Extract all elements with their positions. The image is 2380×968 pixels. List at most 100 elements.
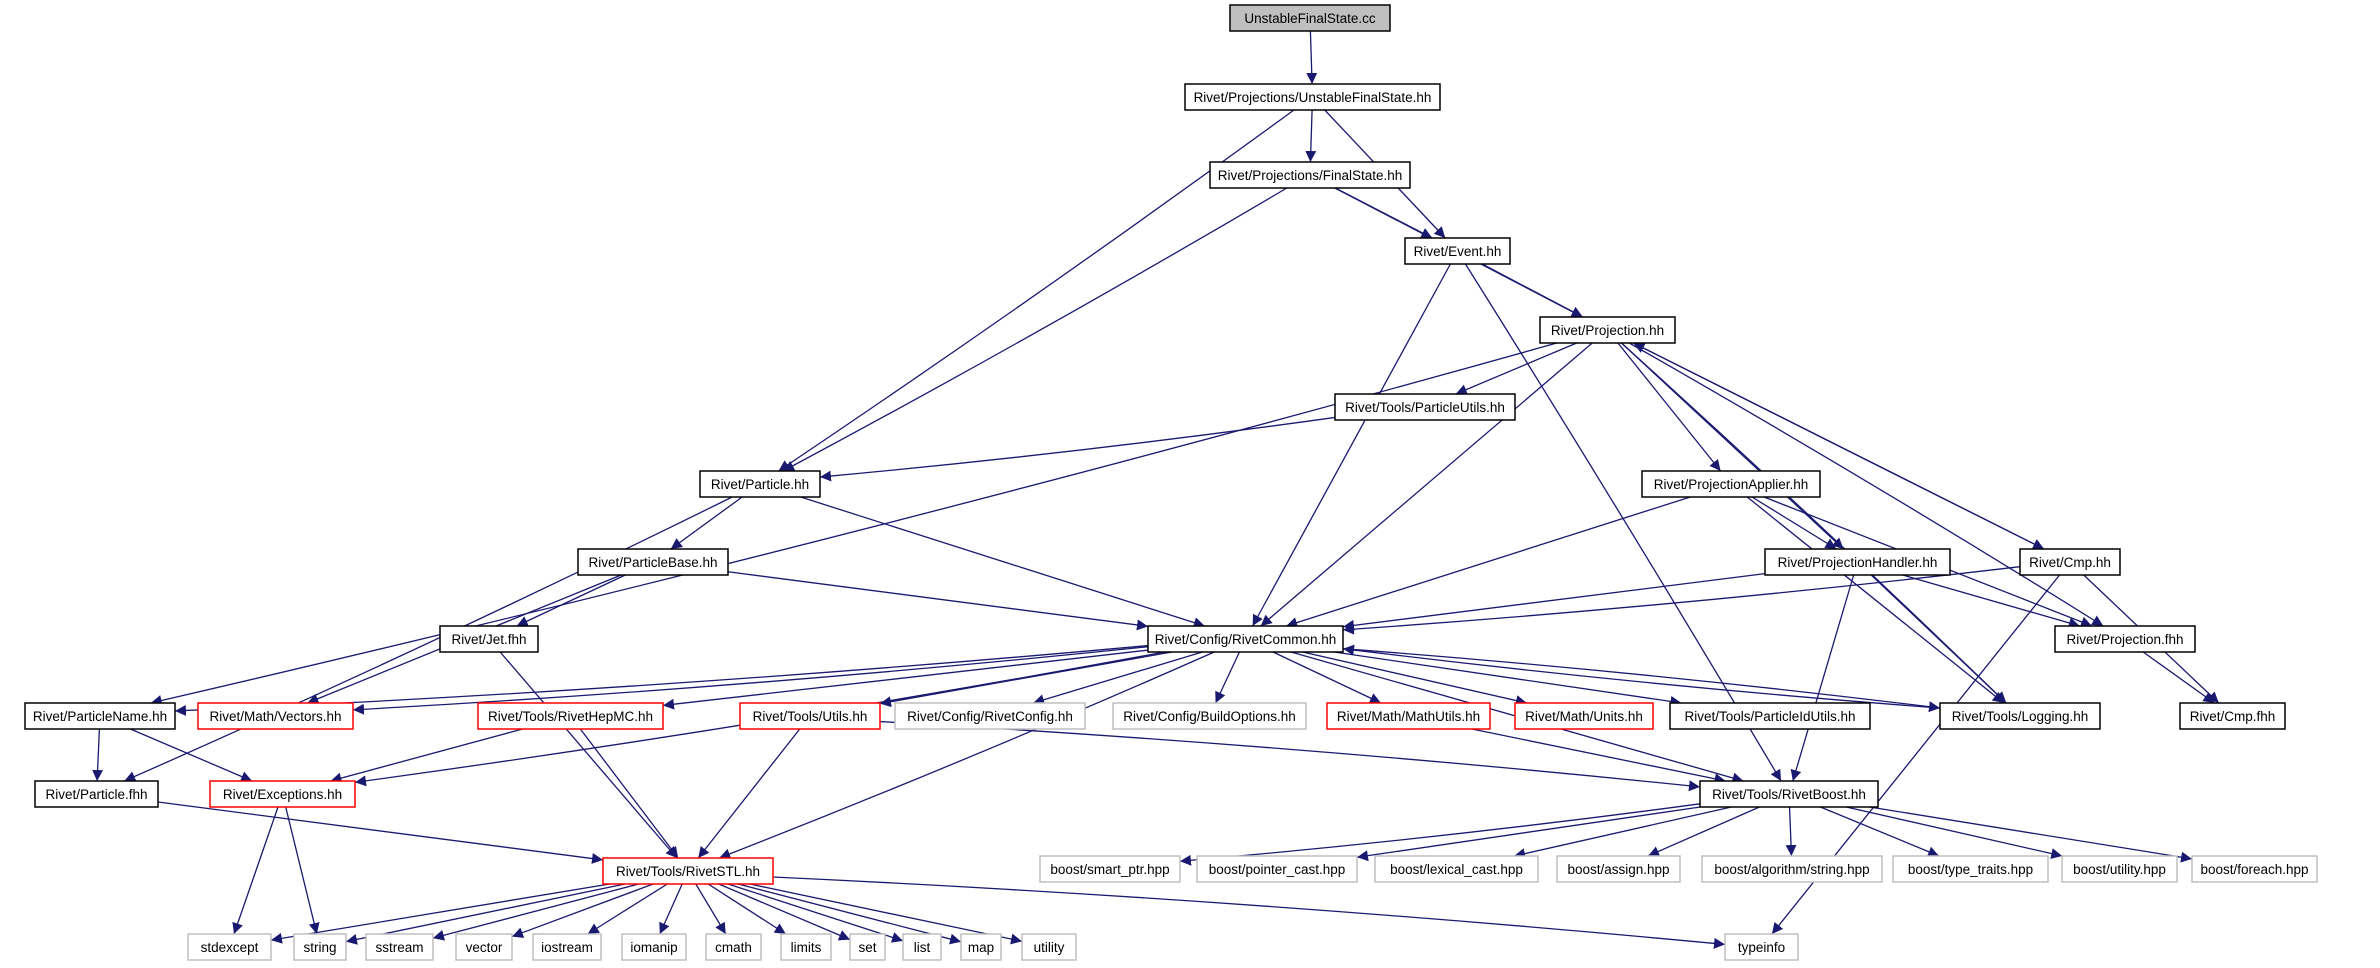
node-vectors-hh[interactable]: Rivet/Math/Vectors.hh	[197, 702, 354, 730]
node-label: UnstableFinalState.cc	[1244, 11, 1376, 26]
node-label: limits	[791, 940, 822, 955]
node-particleutils-hh[interactable]: Rivet/Tools/ParticleUtils.hh	[1334, 393, 1516, 421]
node-unstable-cc[interactable]: UnstableFinalState.cc	[1229, 4, 1391, 32]
node-projection-hh[interactable]: Rivet/Projection.hh	[1539, 316, 1676, 344]
node-cmath: cmath	[705, 933, 762, 961]
node-particlebase-hh[interactable]: Rivet/ParticleBase.hh	[577, 548, 729, 576]
node-utils-hh[interactable]: Rivet/Tools/Utils.hh	[739, 702, 881, 730]
node-label: Rivet/Tools/Utils.hh	[753, 709, 868, 724]
node-label: Rivet/Config/RivetCommon.hh	[1155, 632, 1337, 647]
edge-mathutils-hh-to-rivetboost-hh	[1471, 728, 1726, 785]
node-box	[1209, 161, 1411, 189]
edge-rivetstl-hh-to-cmath	[695, 883, 727, 935]
node-box	[1764, 548, 1951, 576]
node-utility-hpp: boost/utility.hpp	[2061, 855, 2178, 883]
edge-projection-hh-to-projapplier-hh	[1617, 342, 1722, 472]
edge-projapplier-hh-to-rivetcommon-hh	[1286, 496, 1691, 628]
node-box	[960, 933, 1002, 961]
node-fs-hh[interactable]: Rivet/Projections/FinalState.hh	[1209, 161, 1411, 189]
node-box	[705, 933, 762, 961]
edge-rivetstl-hh-to-typeinfo	[772, 876, 1726, 949]
node-label: list	[914, 940, 931, 955]
node-box	[1404, 237, 1511, 265]
node-ufs-hh[interactable]: Rivet/Projections/UnstableFinalState.hh	[1184, 83, 1441, 111]
node-projection-fhh[interactable]: Rivet/Projection.fhh	[2054, 625, 2196, 653]
node-jet-fhh[interactable]: Rivet/Jet.fhh	[439, 625, 539, 653]
node-label: map	[968, 940, 994, 955]
node-exceptions-hh[interactable]: Rivet/Exceptions.hh	[209, 780, 356, 808]
edge-projhandler-hh-to-projection-fhh	[1902, 574, 2081, 629]
node-particle-hh[interactable]: Rivet/Particle.hh	[699, 470, 821, 498]
node-box	[1514, 702, 1654, 730]
edge-particlebase-hh-to-jet-fhh	[516, 574, 626, 627]
edge-rivetboost-hh-to-algo-string	[1785, 806, 1797, 857]
node-box	[1229, 4, 1391, 32]
edge-rivetcommon-hh-to-rivetstl-hh	[719, 651, 1215, 860]
edge-exceptions-hh-to-stdexcept	[232, 806, 279, 935]
node-label: Rivet/Math/Vectors.hh	[209, 709, 341, 724]
node-box	[849, 933, 886, 961]
node-rivetcommon-hh[interactable]: Rivet/Config/RivetCommon.hh	[1147, 625, 1344, 653]
node-box	[2019, 548, 2121, 576]
node-particleidutils-hh[interactable]: Rivet/Tools/ParticleIdUtils.hh	[1669, 702, 1871, 730]
node-rivetstl-hh[interactable]: Rivet/Tools/RivetSTL.hh	[602, 857, 774, 885]
node-box	[1539, 316, 1676, 344]
node-label: Rivet/Particle.hh	[711, 477, 809, 492]
node-particle-fhh[interactable]: Rivet/Particle.fhh	[34, 780, 159, 808]
node-rivetboost-hh[interactable]: Rivet/Tools/RivetBoost.hh	[1699, 780, 1879, 808]
node-box	[2061, 855, 2178, 883]
node-rivethepmc-hh[interactable]: Rivet/Tools/RivetHepMC.hh	[477, 702, 664, 730]
node-event-hh[interactable]: Rivet/Event.hh	[1404, 237, 1511, 265]
node-label: Rivet/Exceptions.hh	[223, 787, 342, 802]
node-projhandler-hh[interactable]: Rivet/ProjectionHandler.hh	[1764, 548, 1951, 576]
edge-rivetcommon-hh-to-particlename-hh	[174, 644, 1149, 716]
edge-projection-hh-to-particleutils-hh	[1455, 342, 1577, 395]
edge-event-hh-to-rivetcommon-hh	[1252, 263, 1451, 627]
node-type-traits: boost/type_traits.hpp	[1892, 855, 2049, 883]
node-lexical-cast: boost/lexical_cast.hpp	[1374, 855, 1539, 883]
node-label: Rivet/Projections/UnstableFinalState.hh	[1194, 90, 1432, 105]
node-utility: utility	[1021, 933, 1077, 961]
node-units-hh[interactable]: Rivet/Math/Units.hh	[1514, 702, 1654, 730]
node-iostream: iostream	[532, 933, 602, 961]
node-label: Rivet/ProjectionHandler.hh	[1778, 555, 1938, 570]
edge-unstable-cc-to-ufs-hh	[1306, 30, 1318, 85]
node-box	[739, 702, 881, 730]
edge-rivetboost-hh-to-assign	[1647, 806, 1760, 857]
node-particlename-hh[interactable]: Rivet/ParticleName.hh	[24, 702, 176, 730]
edge-rivetstl-hh-to-stdexcept	[270, 883, 610, 944]
node-box	[34, 780, 159, 808]
node-cmp-hh[interactable]: Rivet/Cmp.hh	[2019, 548, 2121, 576]
edge-cmp-hh-to-rivetcommon-hh	[1342, 566, 2021, 635]
node-box	[1699, 780, 1879, 808]
node-box	[699, 470, 821, 498]
node-smart-ptr: boost/smart_ptr.hpp	[1039, 855, 1181, 883]
node-typeinfo: typeinfo	[1724, 933, 1799, 961]
node-box	[209, 780, 356, 808]
node-box	[1326, 702, 1491, 730]
node-box	[293, 933, 347, 961]
edge-cmp-hh-to-typeinfo	[1771, 574, 2061, 935]
node-label: iostream	[541, 940, 593, 955]
node-box	[2179, 702, 2286, 730]
node-logging-hh[interactable]: Rivet/Tools/Logging.hh	[1939, 702, 2101, 730]
node-box	[187, 933, 272, 961]
edge-rivetstl-hh-to-iomanip	[659, 883, 683, 935]
edge-projection-fhh-to-cmp-fhh	[2142, 651, 2215, 704]
node-mathutils-hh[interactable]: Rivet/Math/MathUtils.hh	[1326, 702, 1491, 730]
node-box	[621, 933, 687, 961]
node-cmp-fhh[interactable]: Rivet/Cmp.fhh	[2179, 702, 2286, 730]
node-label: boost/pointer_cast.hpp	[1209, 862, 1346, 877]
node-label: Rivet/Tools/RivetSTL.hh	[616, 864, 760, 879]
edge-rivetcommon-hh-to-utils-hh	[879, 651, 1173, 708]
node-box	[1334, 393, 1516, 421]
node-label: Rivet/Event.hh	[1414, 244, 1502, 259]
edge-projection-hh-to-projection-fhh	[1628, 342, 2104, 627]
node-projapplier-hh[interactable]: Rivet/ProjectionApplier.hh	[1641, 470, 1821, 498]
edge-rivetstl-hh-to-iostream	[587, 883, 668, 935]
edge-rivetcommon-hh-to-mathutils-hh	[1272, 651, 1382, 704]
node-label: boost/lexical_cast.hpp	[1390, 862, 1523, 877]
edge-rivethepmc-hh-to-exceptions-hh	[330, 728, 523, 784]
node-label: boost/type_traits.hpp	[1908, 862, 2033, 877]
edge-projapplier-hh-to-projhandler-hh	[1751, 496, 1837, 550]
